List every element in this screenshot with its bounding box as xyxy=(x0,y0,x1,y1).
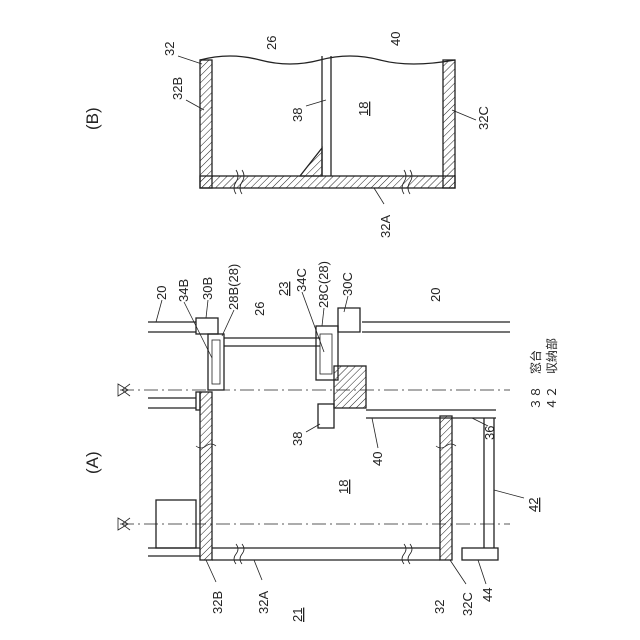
label-34c: 34C xyxy=(294,268,309,292)
label-40: 40 xyxy=(370,452,385,466)
label-20-right: 20 xyxy=(428,288,443,302)
sill-38 xyxy=(318,404,334,428)
label-30c: 30C xyxy=(340,272,355,296)
label-30b: 30B xyxy=(200,277,215,300)
leader xyxy=(206,300,208,318)
wall-32b-top xyxy=(196,392,200,410)
leader xyxy=(222,310,234,336)
label-40-b: 40 xyxy=(388,32,403,46)
figure-b: (B) 32 26 40 32B 38 18 32C 32A xyxy=(83,32,491,238)
label-32c: 32C xyxy=(460,592,475,616)
label-38-b: 38 xyxy=(290,108,305,122)
cut-line xyxy=(200,56,455,64)
wall-32c xyxy=(440,416,452,560)
leader xyxy=(178,56,202,64)
break-mark xyxy=(240,544,244,564)
leader xyxy=(374,188,384,204)
wall-32b-b xyxy=(200,60,212,188)
leader xyxy=(306,100,326,106)
partition-brace xyxy=(300,148,322,176)
label-21: 21 xyxy=(290,608,305,622)
label-32b-b: 32B xyxy=(170,77,185,100)
label-23: 23 xyxy=(276,282,291,296)
label-20-top: 20 xyxy=(154,286,169,300)
label-26: 26 xyxy=(252,302,267,316)
label-18-b: 18 xyxy=(356,102,371,116)
sash-detail xyxy=(212,340,220,384)
frame-30c-profile xyxy=(338,308,360,332)
sash-34c xyxy=(320,334,332,374)
wall-32b xyxy=(200,392,212,560)
figure-b-title: (B) xyxy=(83,107,102,130)
figure-a: (A) xyxy=(83,261,559,622)
break-mark xyxy=(234,544,238,564)
label-42: 42 xyxy=(526,498,541,512)
leader xyxy=(472,418,488,426)
label-18: 18 xyxy=(336,480,351,494)
wall-32c-b xyxy=(443,60,455,188)
frame-30b xyxy=(196,318,218,334)
part-44 xyxy=(462,548,498,560)
leader xyxy=(254,560,262,580)
break-mark xyxy=(402,544,406,564)
leader xyxy=(450,560,466,584)
label-34b: 34B xyxy=(176,279,191,302)
legend-38-text: 窓台 xyxy=(528,350,543,374)
label-32a-b: 32A xyxy=(378,215,393,238)
leader xyxy=(322,308,324,326)
legend-42-num: ４２ xyxy=(545,386,559,410)
label-26-b: 26 xyxy=(264,36,279,50)
label-32: 32 xyxy=(432,600,447,614)
label-32b: 32B xyxy=(210,591,225,614)
label-32c-b: 32C xyxy=(476,106,491,130)
label-36: 36 xyxy=(482,426,497,440)
wall-32a-b xyxy=(200,176,455,188)
label-32a: 32A xyxy=(256,591,271,614)
label-28c: 28C(28) xyxy=(316,261,331,308)
legend-38-num: ３８ xyxy=(529,386,543,410)
label-44: 44 xyxy=(480,588,495,602)
leader xyxy=(478,560,486,584)
label-28b: 28B(28) xyxy=(226,264,241,310)
break-mark xyxy=(408,544,412,564)
legend-42-text: 収納部 xyxy=(544,338,559,374)
sill-block xyxy=(334,366,366,408)
label-32-b: 32 xyxy=(162,42,177,56)
leader xyxy=(184,302,212,358)
leader xyxy=(156,300,162,322)
figure-a-title: (A) xyxy=(83,451,102,474)
leader xyxy=(344,296,348,312)
leader xyxy=(206,560,216,582)
leader xyxy=(494,490,524,498)
leader xyxy=(372,418,378,448)
label-38: 38 xyxy=(290,432,305,446)
sash-34b xyxy=(208,334,224,390)
